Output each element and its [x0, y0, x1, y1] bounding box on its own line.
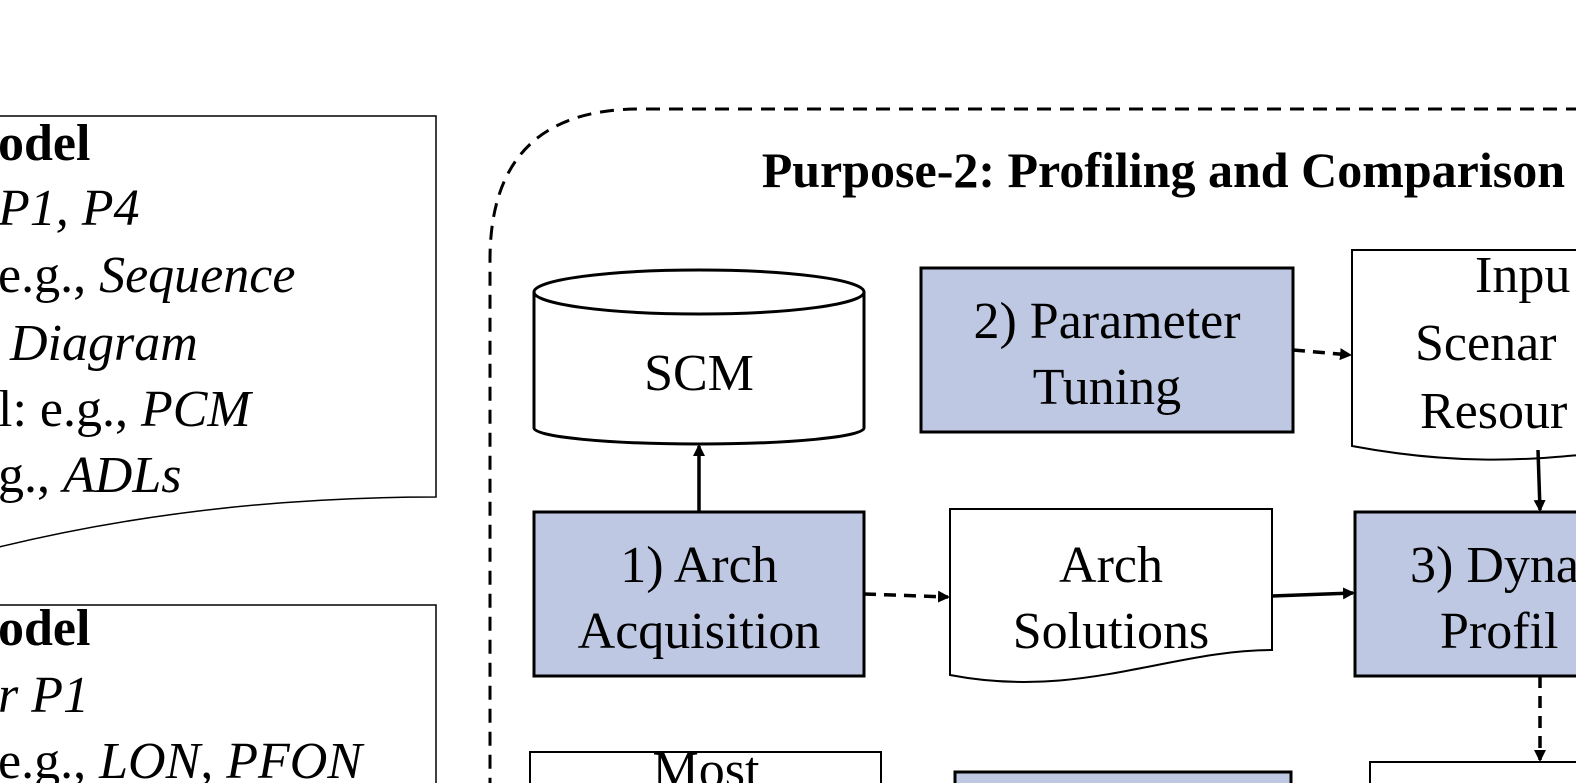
- arch-acquisition-node: 1) Arch Acquisition: [532, 510, 866, 678]
- dynamic-profiling-label-line1: 3) Dyna: [1410, 537, 1576, 594]
- parameter-tuning-box: [919, 266, 1295, 434]
- input-scenarios-label-line1: Inpu: [1475, 247, 1570, 304]
- parameter-tuning-label-line2: Tuning: [1033, 359, 1181, 416]
- left-lower-document-shape: [0, 604, 437, 783]
- parameter-tuning-node: 2) Parameter Tuning: [919, 266, 1295, 434]
- arch-solutions-document-shape: [949, 508, 1273, 683]
- scm-cylinder-top: [532, 268, 866, 316]
- most-document: Most: [529, 742, 882, 783]
- left-upper-document-shape: [0, 115, 437, 548]
- arch-solutions-label-line2: Solutions: [1013, 603, 1210, 660]
- left-upper-line-0: odel: [0, 115, 90, 172]
- arrow-acquisition-to-arch-solutions: [863, 590, 950, 603]
- arch-solutions-document: Arch Solutions: [949, 508, 1273, 683]
- arch-solutions-label-line1: Arch: [1059, 537, 1163, 594]
- purpose2-title: Purpose-2: Profiling and Comparison: [762, 142, 1565, 198]
- left-upper-document: odel P1, P4 e.g., Sequence Diagram l: e.…: [0, 115, 437, 548]
- left-upper-line-2: e.g., Sequence: [0, 247, 295, 304]
- scm-label: SCM: [644, 345, 754, 402]
- input-scenarios-document: Inpu Scenar Resour: [1351, 247, 1576, 461]
- arrow-arch-solutions-to-profiling: [1271, 587, 1355, 600]
- arrow-input-scenarios-to-profiling: [1533, 449, 1546, 512]
- dynamic-profiling-node: 3) Dyna Profil: [1353, 510, 1576, 678]
- scm-cylinder-body: [532, 292, 866, 446]
- left-lower-line-2: e.g., LON, PFON: [0, 733, 365, 783]
- input-scenarios-label-line2: Scenar: [1415, 315, 1556, 372]
- left-lower-document: odel r P1 e.g., LON, PFON: [0, 600, 437, 783]
- arrow-tuning-to-input-scenarios: [1292, 348, 1352, 361]
- most-document-shape: [529, 751, 882, 783]
- dynamic-profiling-box: [1353, 510, 1576, 678]
- input-scenarios-document-shape: [1351, 249, 1576, 461]
- left-upper-line-5: g., ADLs: [0, 447, 181, 504]
- bottom-process-box: [953, 770, 1293, 783]
- left-lower-line-1: r P1: [0, 667, 89, 724]
- left-upper-line-4: l: e.g., PCM: [0, 381, 253, 438]
- input-scenarios-label-line3: Resour: [1420, 383, 1567, 440]
- left-upper-line-3: Diagram: [9, 315, 198, 372]
- left-upper-line-1: P1, P4: [0, 180, 140, 237]
- left-lower-line-0: odel: [0, 600, 90, 657]
- parameter-tuning-label-line1: 2) Parameter: [973, 293, 1240, 350]
- scm-database-node: SCM: [532, 268, 866, 446]
- purpose2-dashed-border: [488, 107, 1576, 783]
- dynamic-profiling-label-line2: Profil: [1440, 603, 1558, 660]
- most-label: Most: [653, 742, 760, 783]
- bottom-right-document: [1369, 761, 1576, 783]
- arch-acquisition-label-line1: 1) Arch: [620, 537, 777, 594]
- arch-acquisition-label-line2: Acquisition: [578, 603, 821, 660]
